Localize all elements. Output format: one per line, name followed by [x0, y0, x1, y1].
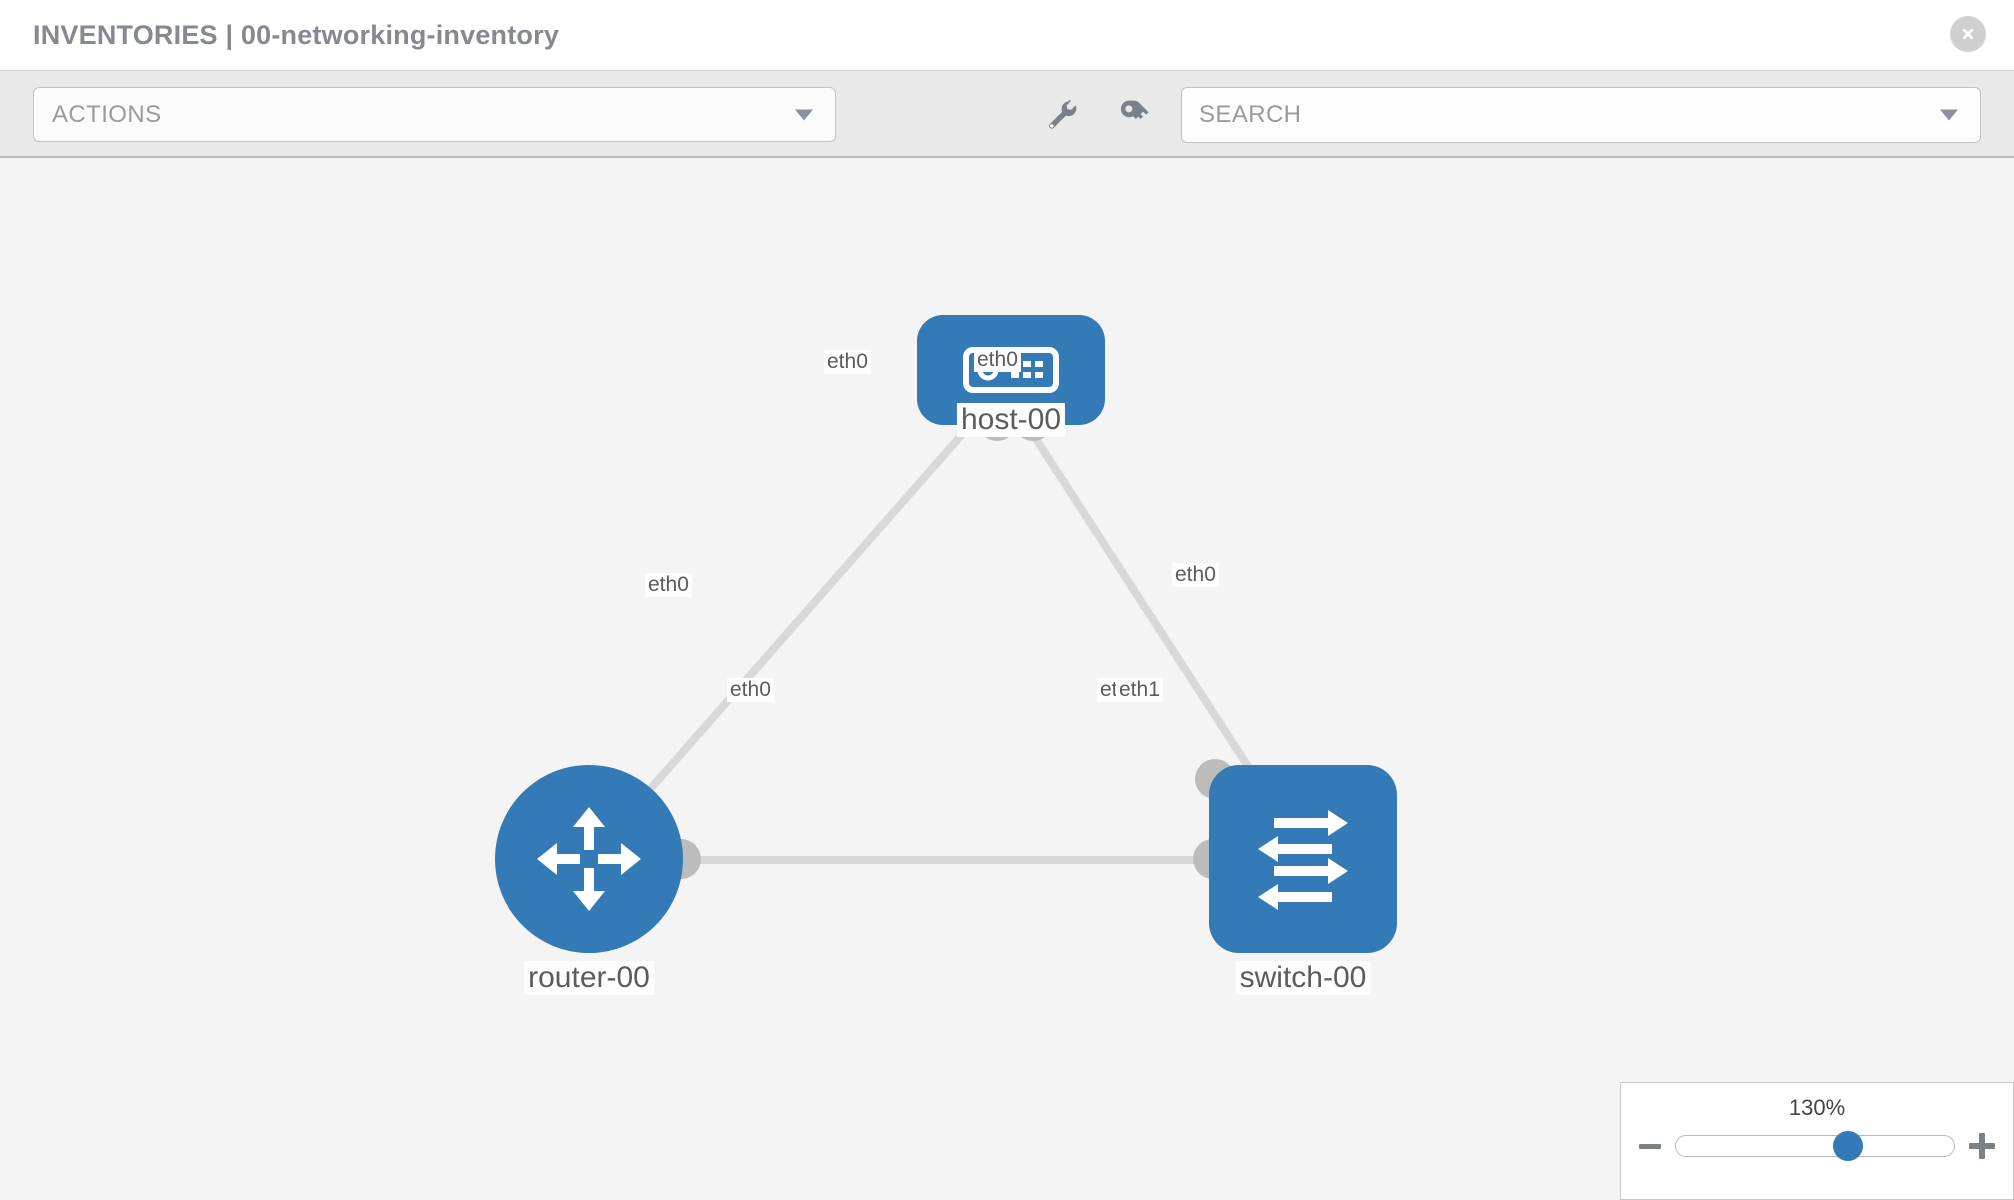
link-host-switch[interactable] [1021, 419, 1266, 791]
wrench-icon[interactable] [1045, 98, 1079, 132]
node-switch-00-shape[interactable] [1209, 765, 1397, 953]
zoom-in-button[interactable] [1969, 1133, 1995, 1159]
node-router-00-shape[interactable] [495, 765, 683, 953]
toolbar: ACTIONS SEARCH [0, 70, 2014, 158]
node-router-00-label: router-00 [524, 961, 654, 995]
zoom-slider-row [1621, 1131, 2013, 1161]
page-header: INVENTORIES | 00-networking-inventory [0, 0, 2014, 70]
link-host-router[interactable] [619, 419, 977, 823]
topology-graph: host-00 router-00 [0, 160, 2014, 1200]
search-input[interactable]: SEARCH [1181, 87, 1981, 143]
chevron-down-icon [795, 109, 813, 120]
node-router-00[interactable]: router-00 [495, 765, 701, 995]
node-switch-00[interactable]: switch-00 [1193, 759, 1397, 995]
iface-label-host-right: eth0 [974, 348, 1021, 372]
router-icon [537, 807, 641, 911]
node-host-00-label: host-00 [956, 403, 1066, 437]
iface-label-switch-up: eth0 [1172, 563, 1219, 587]
node-host-00[interactable]: host-00 [917, 315, 1105, 441]
zoom-out-button[interactable] [1639, 1143, 1661, 1149]
topology-canvas[interactable]: host-00 router-00 [0, 160, 2014, 1200]
zoom-level-value: 130% [1788, 1095, 1846, 1120]
switch-icon [1258, 810, 1348, 910]
toolbar-icon-group [1045, 98, 1151, 132]
topology-links [619, 419, 1266, 864]
search-placeholder: SEARCH [1199, 101, 1302, 128]
close-icon[interactable] [1950, 16, 1986, 52]
page-title: INVENTORIES | 00-networking-inventory [33, 19, 560, 50]
actions-dropdown-label: ACTIONS [52, 100, 162, 128]
node-switch-00-label: switch-00 [1235, 961, 1371, 995]
actions-dropdown[interactable]: ACTIONS [33, 87, 836, 142]
zoom-slider-thumb[interactable] [1833, 1131, 1864, 1161]
iface-label-router-right: eth0 [727, 678, 774, 702]
zoom-slider-track[interactable] [1675, 1131, 1955, 1161]
key-icon[interactable] [1117, 98, 1151, 132]
chevron-down-icon[interactable] [1940, 109, 1958, 121]
zoom-control-panel: 130% [1620, 1082, 2014, 1200]
iface-label-host-left: eth0 [824, 350, 871, 374]
iface-label-router-up: eth0 [645, 573, 692, 597]
iface-label-switch-left: eth1 [1116, 678, 1163, 702]
